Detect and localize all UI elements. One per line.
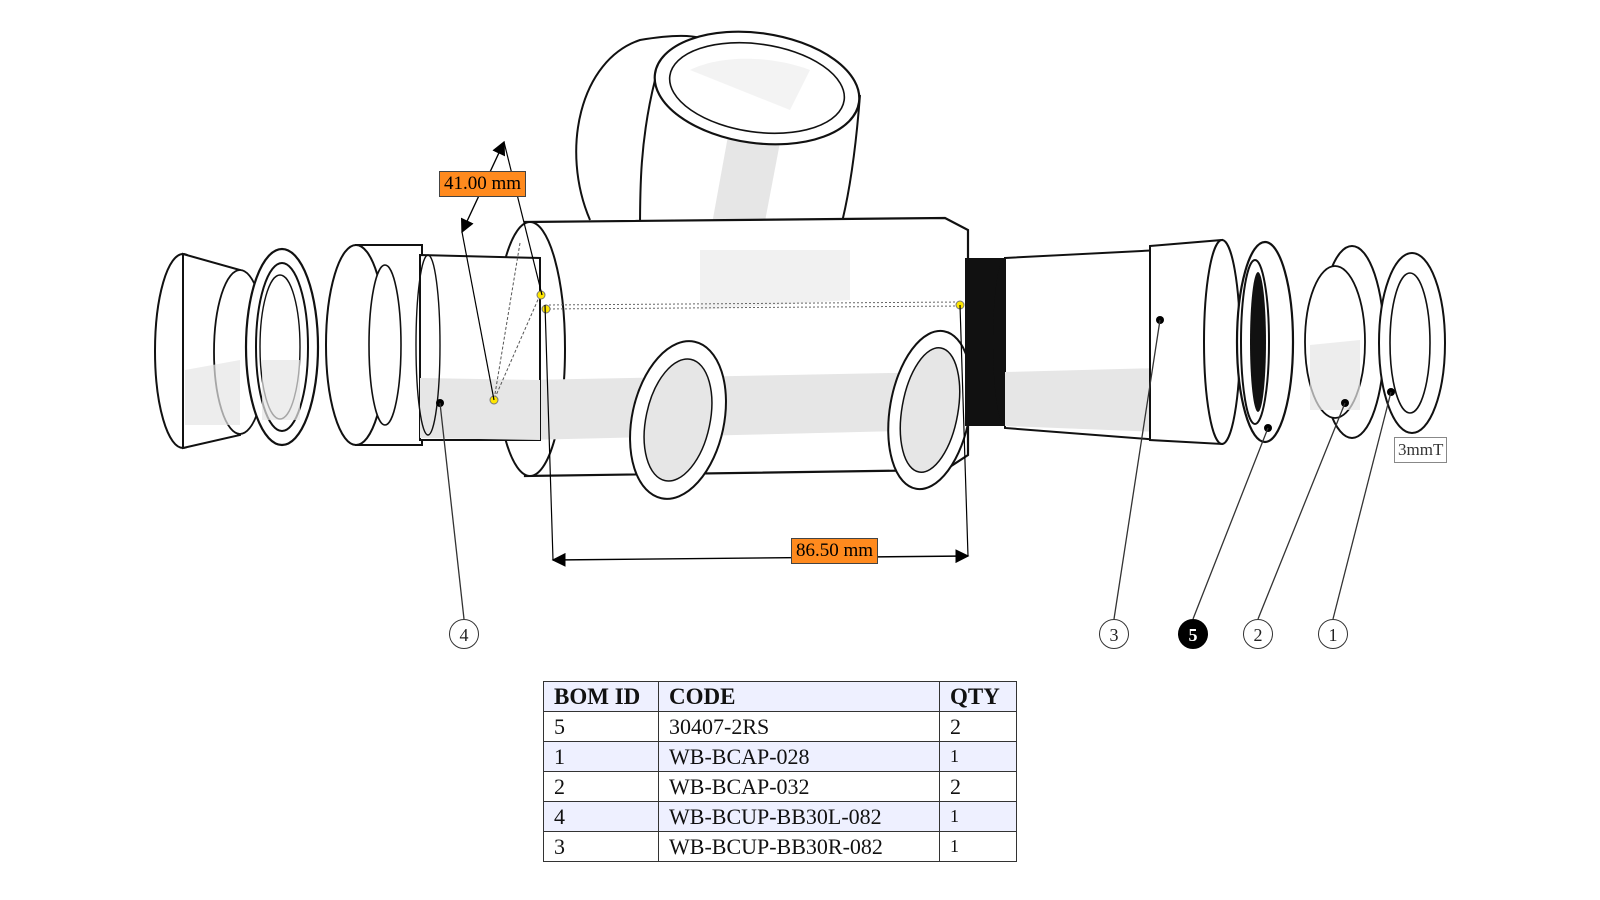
bb-shell	[494, 216, 1017, 500]
bom-id-cell: 3	[543, 831, 659, 862]
bom-id-cell: 4	[543, 801, 659, 832]
bom-header-id: BOM ID	[543, 681, 659, 712]
shell-width-dimension[interactable]: 86.50 mm	[791, 538, 879, 564]
callout-4[interactable]: 4	[449, 619, 479, 649]
callout-2[interactable]: 2	[1243, 619, 1273, 649]
bom-qty-cell: 1	[939, 741, 1017, 772]
table-row[interactable]: 4 WB-BCUP-BB30L-082 1	[543, 801, 1017, 832]
right-cap	[1304, 245, 1385, 439]
bom-code-cell: WB-BCAP-032	[658, 771, 940, 802]
bom-id-cell: 2	[543, 771, 659, 802]
bom-table: BOM ID CODE QTY 5 30407-2RS 2 1 WB-BCAP-…	[543, 681, 1017, 862]
spacer-thickness-label: 3mmT	[1394, 437, 1448, 463]
bom-qty-cell: 1	[939, 831, 1017, 862]
measurement-overlay	[460, 140, 970, 567]
seat-tube	[575, 30, 861, 300]
bom-code-cell: 30407-2RS	[658, 711, 940, 742]
cup-depth-dimension[interactable]: 41.00 mm	[439, 171, 527, 197]
bom-header-qty: QTY	[939, 681, 1017, 712]
table-row[interactable]: 1 WB-BCAP-028 1	[543, 741, 1017, 772]
callout-5-selected[interactable]: 5	[1178, 619, 1208, 649]
bom-code-cell: WB-BCUP-BB30R-082	[658, 831, 940, 862]
callout-3[interactable]: 3	[1099, 619, 1129, 649]
right-bearing	[1235, 240, 1295, 444]
bom-id-cell: 5	[543, 711, 659, 742]
left-bearing	[244, 247, 320, 447]
left-cup	[325, 244, 541, 446]
bom-code-cell: WB-BCUP-BB30L-082	[658, 801, 940, 832]
bom-qty-cell: 2	[939, 711, 1017, 742]
bom-code-cell: WB-BCAP-028	[658, 741, 940, 772]
bom-qty-cell: 1	[939, 801, 1017, 832]
bom-qty-cell: 2	[939, 771, 1017, 802]
right-cup-sleeve	[1004, 238, 1241, 446]
table-row[interactable]: 2 WB-BCAP-032 2	[543, 771, 1017, 802]
spacer-ring	[1378, 252, 1446, 434]
bom-id-cell: 1	[543, 741, 659, 772]
leader-lines	[439, 319, 1392, 620]
bom-header-row: BOM ID CODE QTY	[543, 681, 1017, 712]
left-cap	[154, 252, 267, 450]
callout-1[interactable]: 1	[1318, 619, 1348, 649]
bom-header-code: CODE	[658, 681, 940, 712]
table-row[interactable]: 5 30407-2RS 2	[543, 711, 1017, 742]
table-row[interactable]: 3 WB-BCUP-BB30R-082 1	[543, 831, 1017, 862]
